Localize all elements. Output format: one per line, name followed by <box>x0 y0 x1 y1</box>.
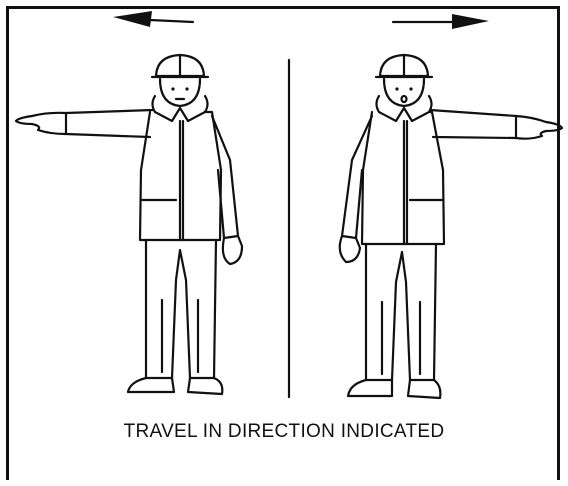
arrow-right-icon <box>393 14 489 29</box>
signal-figure-right-arm <box>340 55 562 398</box>
arrow-left-icon <box>113 11 193 27</box>
signal-figure-left-arm <box>16 55 242 394</box>
caption-text: TRAVEL IN DIRECTION INDICATED <box>0 421 568 443</box>
